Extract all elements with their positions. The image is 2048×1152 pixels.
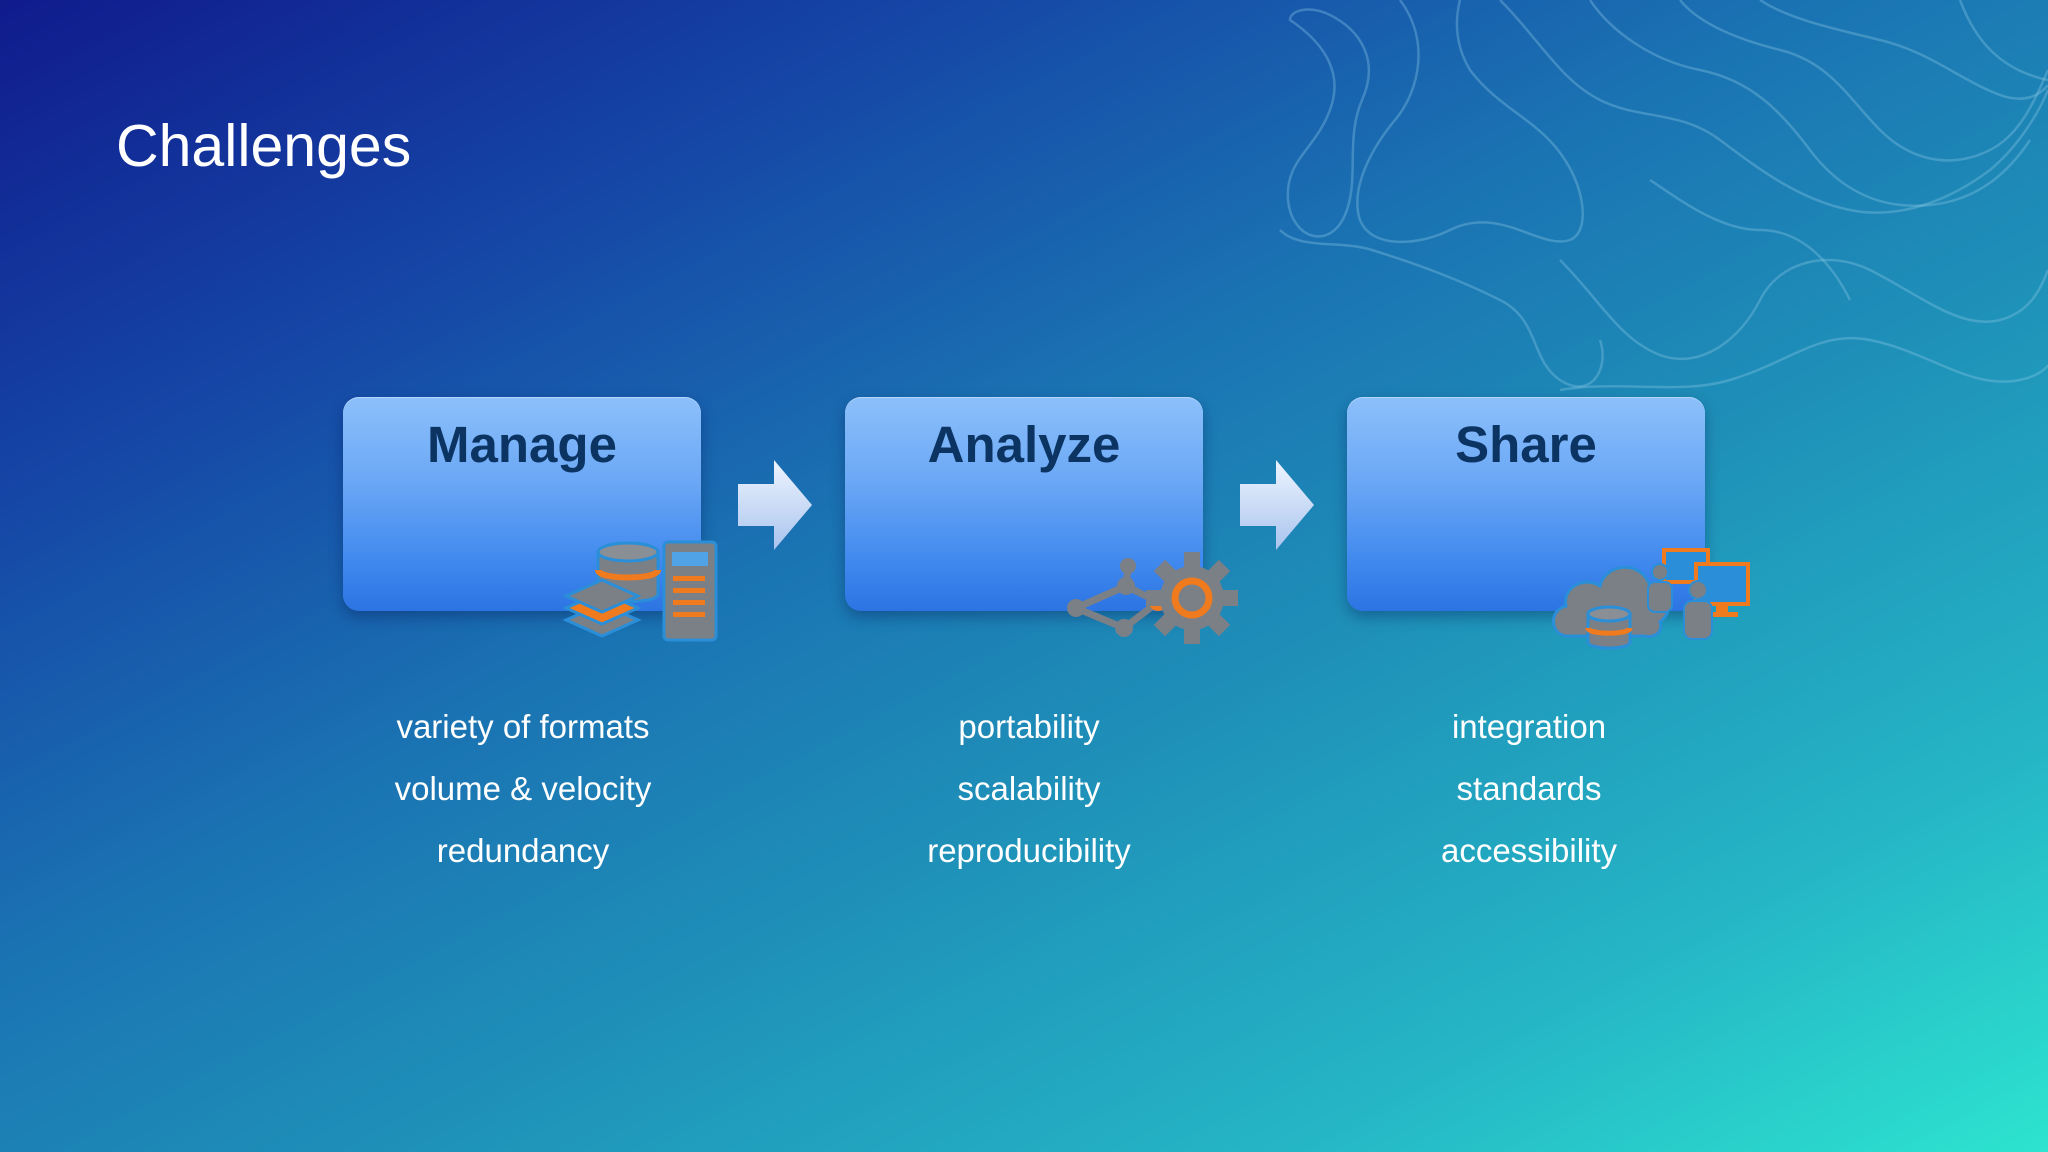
- stage-box-analyze: Analyze: [845, 397, 1203, 611]
- list-item: accessibility: [1440, 832, 1618, 869]
- manage-challenges-list: variety of formats volume & velocity red…: [313, 696, 733, 882]
- stage-title-manage: Manage: [427, 416, 617, 473]
- list-item: variety of formats: [396, 708, 650, 745]
- list-item: portability: [958, 708, 1100, 745]
- list-item: redundancy: [436, 832, 610, 869]
- list-item: scalability: [957, 770, 1101, 807]
- database-stack-icon: [562, 540, 718, 642]
- list-item: reproducibility: [927, 832, 1131, 869]
- slide-title: Challenges: [116, 113, 412, 179]
- analyze-challenges-list: portability scalability reproducibility: [819, 696, 1239, 882]
- list-item: standards: [1456, 770, 1602, 807]
- stage-title-analyze: Analyze: [927, 416, 1121, 473]
- flow-arrow-1: [738, 460, 812, 550]
- share-challenges-list: integration standards accessibility: [1319, 696, 1739, 882]
- network-gear-icon: [1067, 552, 1238, 644]
- stage-title-share: Share: [1455, 416, 1597, 473]
- flow-arrow-2: [1240, 460, 1314, 550]
- list-item: volume & velocity: [394, 770, 652, 807]
- list-item: integration: [1451, 708, 1607, 745]
- cloud-share-icon: [1552, 548, 1750, 650]
